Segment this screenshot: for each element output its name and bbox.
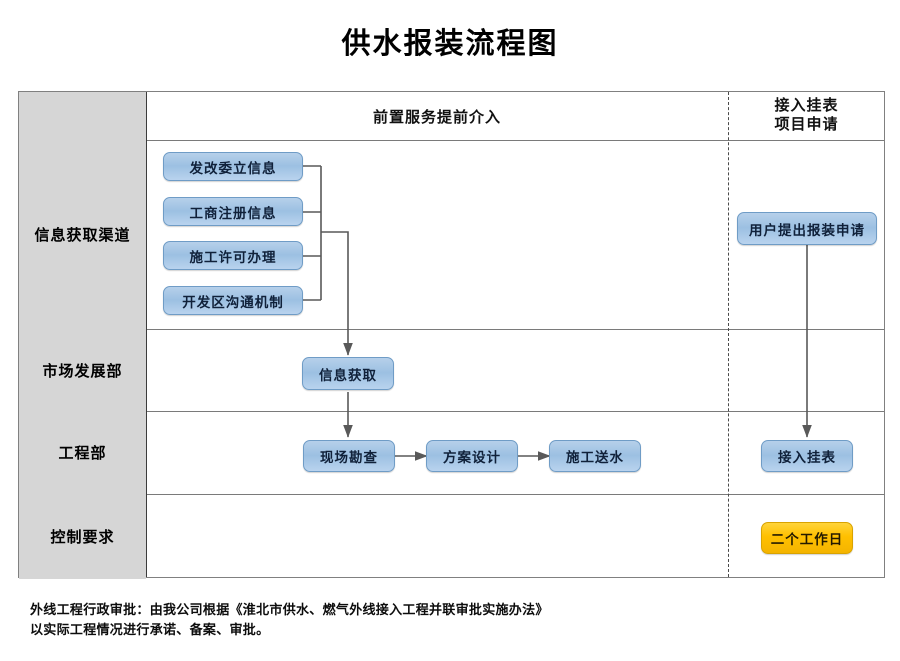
node-control-two-working-days[interactable]: 二个工作日 xyxy=(761,522,853,554)
label-cell-corner xyxy=(19,92,146,140)
grid-line-header xyxy=(19,140,884,141)
page-title: 供水报装流程图 xyxy=(341,28,559,60)
grid-line-row-3 xyxy=(19,494,884,495)
node-source-channel-4[interactable]: 开发区沟通机制 xyxy=(163,286,303,315)
header-phase-meter-application-line1: 接入挂表 xyxy=(774,98,839,115)
node-source-channel-1[interactable]: 发改委立信息 xyxy=(163,152,303,181)
label-cell-info-channels: 信息获取渠道 xyxy=(19,140,146,329)
grid-line-row-1 xyxy=(19,329,884,330)
grid-line-label-column xyxy=(146,92,147,577)
header-phase-meter-application: 接入挂表 项目申请 xyxy=(728,92,885,140)
node-source-channel-2[interactable]: 工商注册信息 xyxy=(163,197,303,226)
label-cell-engineering-dept: 工程部 xyxy=(19,411,146,494)
footnote-line-1: 外线工程行政审批：由我公司根据《淮北市供水、燃气外线接入工程并联审批实施办法》 xyxy=(30,602,549,617)
node-source-channel-3[interactable]: 施工许可办理 xyxy=(163,241,303,270)
node-meter-connection[interactable]: 接入挂表 xyxy=(761,440,853,472)
header-phase-preservice: 前置服务提前介入 xyxy=(372,109,501,126)
node-info-collect[interactable]: 信息获取 xyxy=(302,357,394,390)
label-cell-market-dept: 市场发展部 xyxy=(19,329,146,411)
node-scheme-design[interactable]: 方案设计 xyxy=(426,440,518,472)
footnote: 外线工程行政审批：由我公司根据《淮北市供水、燃气外线接入工程并联审批实施办法》 … xyxy=(30,600,730,640)
phase-divider-dashed-line xyxy=(728,92,729,577)
node-construction-water-supply[interactable]: 施工送水 xyxy=(549,440,641,472)
label-cell-control-requirement: 控制要求 xyxy=(19,494,146,579)
node-user-application[interactable]: 用户提出报装申请 xyxy=(737,212,877,245)
node-site-survey[interactable]: 现场勘查 xyxy=(303,440,395,472)
flow-table: 信息获取渠道 市场发展部 工程部 控制要求 前置服务提前介入 接入挂表 项目申请 xyxy=(18,91,885,579)
grid-line-row-2 xyxy=(19,411,884,412)
footnote-line-2: 以实际工程情况进行承诺、备案、审批。 xyxy=(30,622,270,638)
header-phase-meter-application-line2: 项目申请 xyxy=(774,117,839,133)
